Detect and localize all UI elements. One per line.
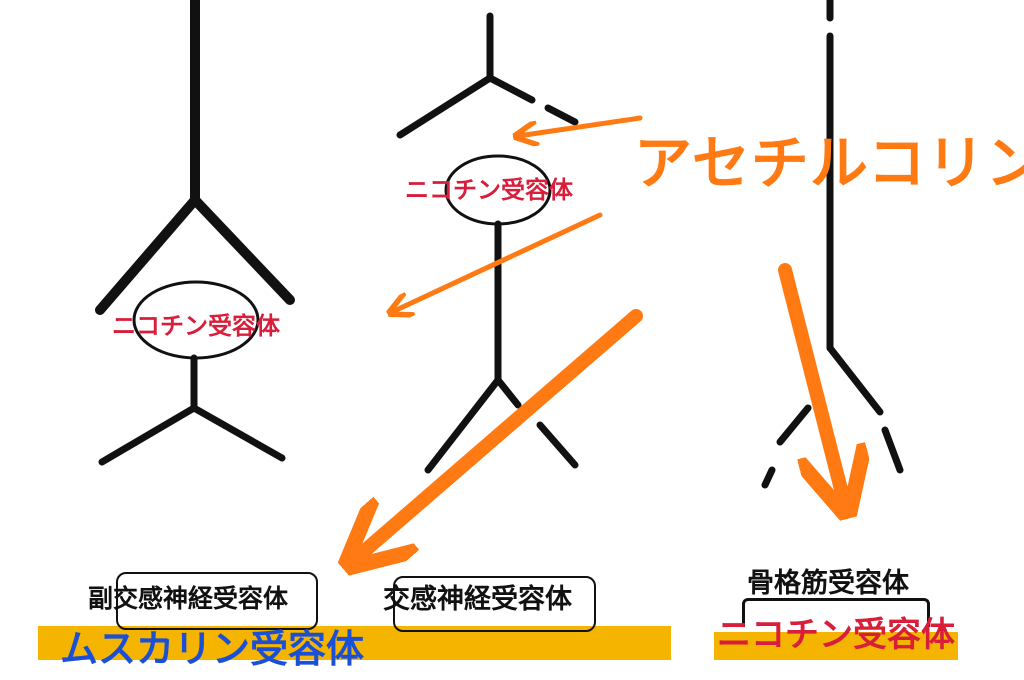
arrow-to-effector: [354, 309, 643, 560]
skeletal-muscle-bracket: [742, 598, 930, 627]
motor-pathway: [761, 0, 904, 489]
motor-terminal-b: [881, 426, 904, 474]
motor-terminal-a: [826, 344, 884, 416]
axon-terminal-middle-b: [486, 74, 536, 104]
acetylcholine-label: アセチルコリン: [634, 129, 1024, 197]
parasympathetic-receptor-label: 副交感神経受容体: [88, 584, 289, 613]
arrow-to-middle-ganglion: [518, 115, 643, 136]
postganglionic-terminal-middle-b: [494, 376, 522, 409]
sympathetic-receptor-label: 交感神経受容体: [383, 584, 572, 615]
arrow-to-skeletal-muscle: [778, 263, 845, 505]
parasympathetic-receptor-box: [116, 572, 318, 630]
muscle-nicotinic-band: [714, 632, 958, 660]
postganglionic-terminal-middle-a: [424, 376, 502, 474]
skeletal-muscle-receptor-label: 骨格筋受容体: [747, 568, 909, 599]
motor-terminal-c: [776, 404, 812, 446]
axon-terminal-middle-a: [396, 74, 494, 139]
arrow-to-left-ganglion: [392, 212, 603, 312]
sympathetic-pathway: [396, 12, 579, 474]
motor-terminal-d: [761, 466, 776, 489]
axon-terminal-left-a: [95, 195, 200, 315]
postganglionic-terminal-left-a: [98, 404, 198, 466]
muscarinic-receptor-label: ムスカリン受容体: [60, 627, 365, 671]
nicotinic-receptor-label-middle: ニコチン受容体: [405, 176, 573, 204]
nicotinic-receptor-label-left: ニコチン受容体: [112, 312, 280, 340]
axon-terminal-middle-c: [544, 104, 579, 126]
postganglionic-terminal-left-b: [190, 404, 286, 462]
sympathetic-receptor-box: [393, 576, 596, 632]
postganglionic-terminal-middle-c: [536, 421, 579, 469]
axon-terminal-left-b: [190, 195, 295, 305]
nicotinic-receptor-label-muscle: ニコチン受容体: [717, 615, 955, 655]
acetylcholine-arrows: [354, 115, 845, 560]
parasympathetic-pathway: [95, 0, 295, 466]
